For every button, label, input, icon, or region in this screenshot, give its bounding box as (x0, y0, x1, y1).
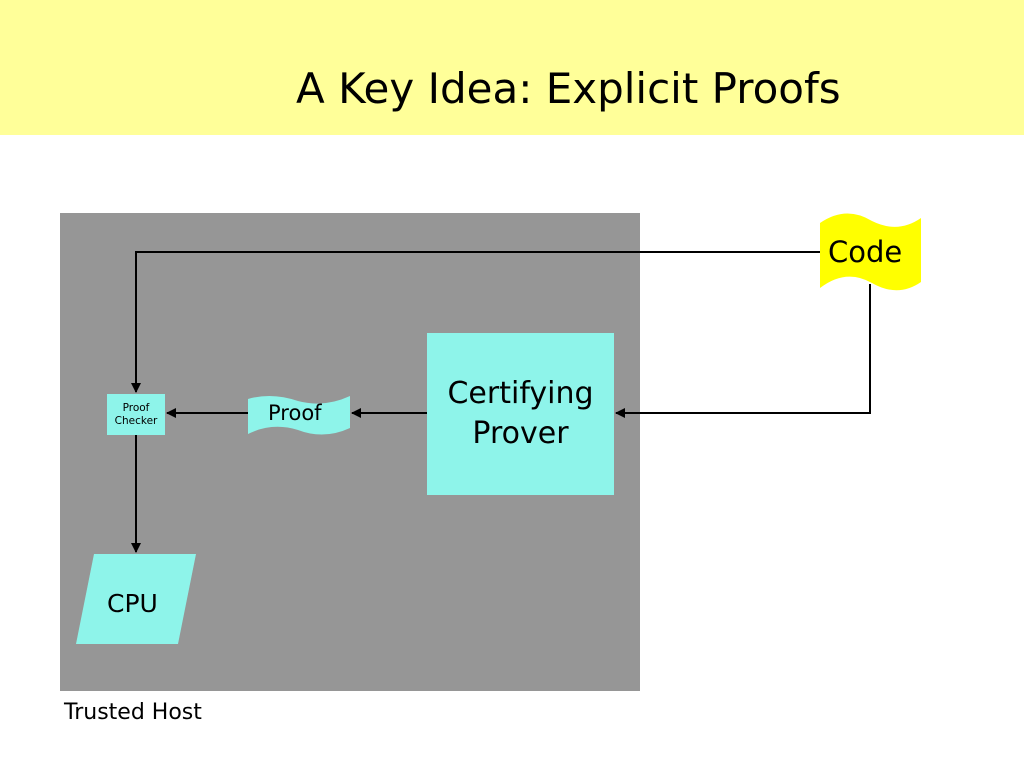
proof-document-shape (248, 395, 350, 435)
code-document-shape (820, 213, 921, 291)
code-to-checker-arrow (131, 251, 820, 393)
proof-checker-label-line2: Checker (114, 414, 158, 427)
trusted-host-label: Trusted Host (64, 700, 202, 725)
certifying-prover-box: Certifying Prover (427, 333, 614, 495)
code-label: Code (828, 235, 903, 269)
certifying-prover-label-line1: Certifying (447, 376, 594, 411)
certifying-prover-label-line2: Prover (472, 416, 569, 451)
proof-checker-label-line1: Proof (122, 401, 150, 414)
slide-title: A Key Idea: Explicit Proofs (296, 64, 841, 113)
code-to-prover-arrow (615, 284, 871, 418)
cpu-label: CPU (107, 589, 158, 618)
proof-checker-box: Proof Checker (107, 394, 165, 435)
title-band (0, 0, 1024, 135)
cpu-parallelogram (76, 554, 196, 644)
proof-label: Proof (268, 401, 322, 425)
